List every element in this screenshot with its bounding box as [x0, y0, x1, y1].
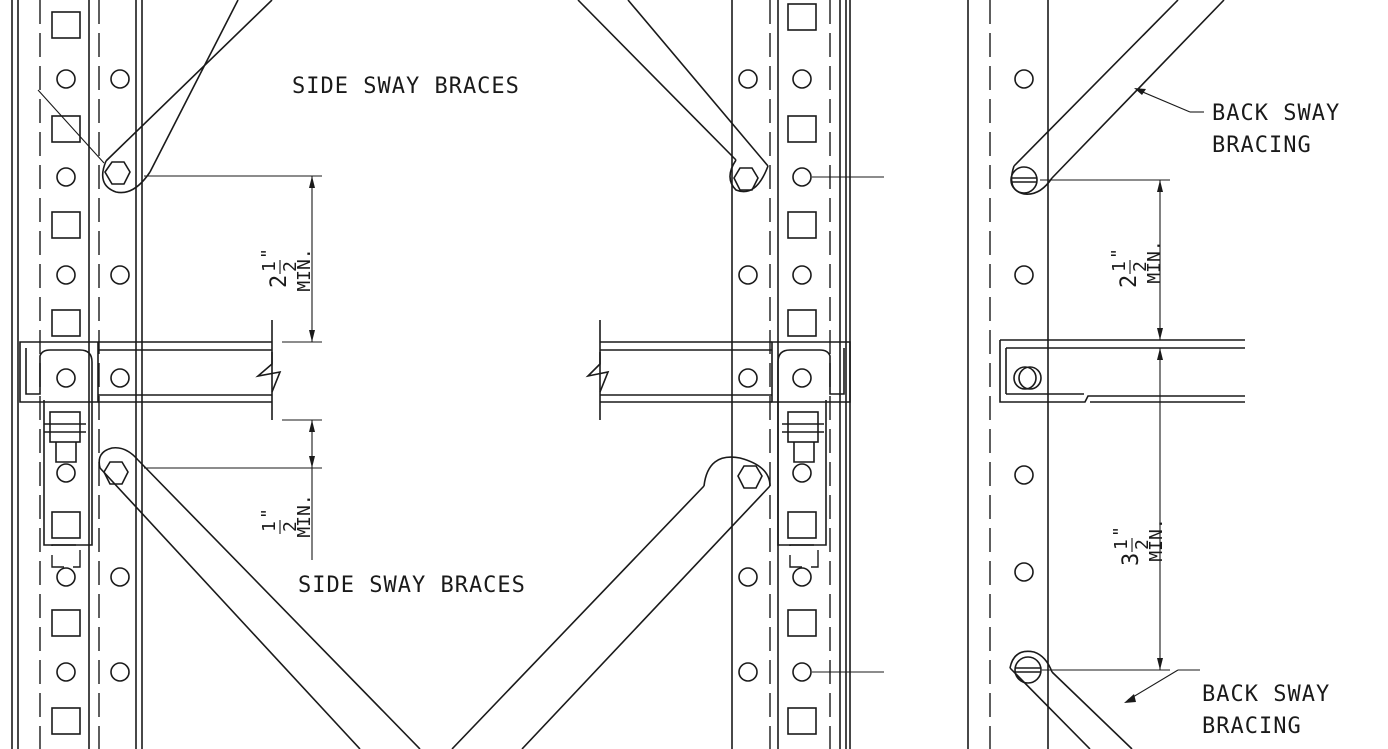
left-beam: [98, 320, 282, 420]
dim-side-bottom-num: 1: [259, 521, 280, 532]
center-upright-slots: [787, 3, 817, 735]
dim-back-bottom-unit: ": [1110, 526, 1131, 537]
left-upright: [11, 0, 143, 749]
dim-back-bottom-whole: 3: [1119, 553, 1144, 566]
right-back-sway-brace-bottom: [1009, 650, 1133, 749]
center-side-sway-brace-bottom: [451, 456, 771, 749]
dim-side-top-unit: ": [258, 248, 279, 259]
left-upright-holes: [56, 69, 130, 682]
center-beam: [585, 320, 772, 420]
dim-back-bottom: 3 1 2 " MIN.: [1042, 348, 1170, 671]
label-back-sway-bottom-2: BRACING: [1202, 714, 1302, 739]
dim-side-bottom-den: 2: [280, 521, 301, 532]
dim-side-bottom-note: MIN.: [294, 494, 315, 537]
right-upright-holes: [1014, 69, 1034, 582]
label-back-sway-top-2: BRACING: [1212, 133, 1312, 158]
label-side-sway-top: SIDE SWAY BRACES: [292, 74, 520, 99]
dim-back-bottom-den: 2: [1132, 539, 1153, 550]
dim-back-top: 2 1 2 " MIN.: [1040, 179, 1170, 340]
label-back-sway-top-1: BACK SWAY: [1212, 101, 1340, 126]
dim-side-top-note: MIN.: [294, 248, 315, 291]
dim-back-top-note: MIN.: [1144, 240, 1165, 283]
left-side-sway-brace-top: [37, 0, 273, 194]
leader-back-sway-bottom: [1124, 669, 1200, 703]
leader-back-sway-top: [1134, 88, 1204, 113]
left-side-sway-brace-bottom: [98, 446, 421, 749]
left-beam-connector: [19, 341, 99, 568]
dim-side-top-num: 1: [259, 261, 280, 272]
dim-side-top-den: 2: [280, 261, 301, 272]
center-side-sway-brace-top: [577, 0, 769, 193]
center-upright-holes: [738, 69, 812, 682]
dim-side-top: 2 1 2 " MIN.: [144, 175, 322, 343]
right-bottom-bolt: [1014, 656, 1042, 684]
right-upright: [967, 0, 1049, 749]
dim-back-bottom-note: MIN.: [1146, 518, 1167, 561]
dim-back-top-whole: 2: [1117, 275, 1142, 288]
dim-back-top-num: 1: [1109, 261, 1130, 272]
center-upright: [731, 0, 884, 749]
right-back-sway-brace-top: [1010, 0, 1225, 195]
dim-back-top-unit: ": [1108, 248, 1129, 259]
dim-side-top-whole: 2: [267, 275, 292, 288]
left-upright-slots: [51, 11, 81, 735]
label-back-sway-bottom-1: BACK SWAY: [1202, 682, 1330, 707]
center-beam-connector: [771, 341, 851, 568]
label-side-sway-bottom: SIDE SWAY BRACES: [298, 573, 526, 598]
dim-side-bottom: 1 2 " MIN.: [144, 419, 322, 560]
dim-back-top-den: 2: [1130, 261, 1151, 272]
right-beam: [999, 339, 1245, 403]
dim-back-bottom-num: 1: [1111, 539, 1132, 550]
dim-side-bottom-unit: ": [258, 508, 279, 519]
